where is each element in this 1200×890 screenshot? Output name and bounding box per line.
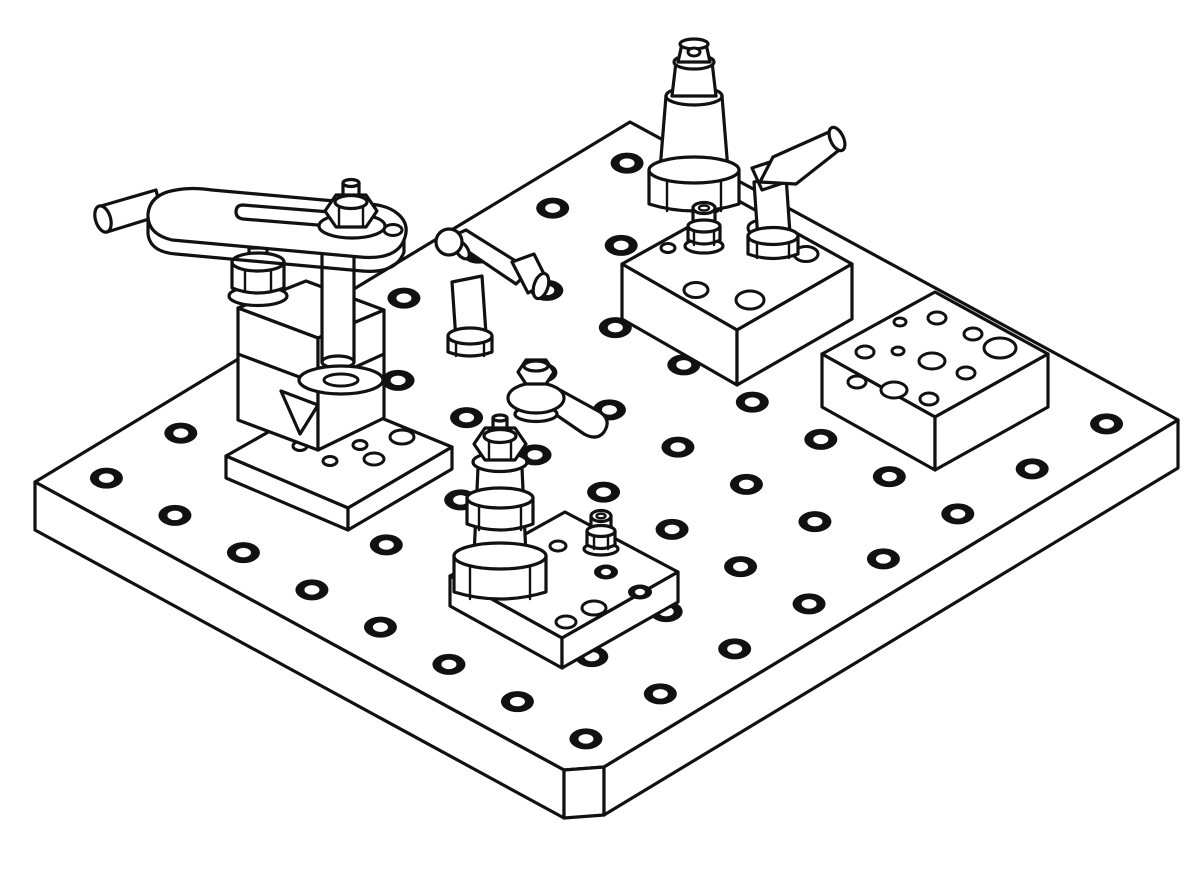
- baseplate-hole: [866, 548, 900, 570]
- baseplate-hole: [1015, 458, 1049, 480]
- baseplate-hole: [798, 511, 832, 533]
- screw-support-assembly: [620, 37, 854, 387]
- baseplate-hole: [89, 467, 123, 489]
- stop-screw: [683, 200, 725, 255]
- baseplate-hole: [536, 197, 570, 219]
- baseplate-hole: [450, 407, 484, 429]
- strap-end-hole: [382, 223, 404, 237]
- swing-clamp-subplate: [448, 510, 680, 670]
- baseplate-hole: [369, 534, 403, 556]
- heel-nut-stack: [227, 246, 289, 308]
- baseplate-hole: [792, 593, 826, 615]
- strap-clamp-assembly: [93, 177, 454, 532]
- baseplate-hole: [295, 579, 329, 601]
- support-column: [452, 466, 548, 601]
- baseplate-hole: [164, 422, 198, 444]
- baseplate-hole: [387, 287, 421, 309]
- subplate-ring-hole: [594, 564, 618, 580]
- baseplate-hole: [718, 638, 752, 660]
- ball-knob: [434, 227, 471, 261]
- baseplate-hole: [655, 518, 689, 540]
- strap-hex-bolt: [317, 177, 387, 240]
- baseplate-hole: [729, 473, 763, 495]
- drilled-block: [820, 290, 1050, 472]
- baseplate-hole: [735, 391, 769, 413]
- baseplate-chamfer-face: [562, 765, 606, 820]
- baseplate-hole: [569, 728, 603, 750]
- baseplate-hole: [1090, 413, 1124, 435]
- baseplate-hole: [604, 234, 638, 256]
- baseplate-hole: [587, 481, 621, 503]
- lever-end-cylinder: [510, 252, 551, 301]
- angle-lever: [434, 227, 551, 358]
- stop-screw-small: [582, 508, 620, 557]
- lever-nut: [446, 326, 494, 358]
- baseplate-hole: [661, 436, 695, 458]
- swing-clamp-assembly: [448, 358, 680, 670]
- baseplate-hole: [432, 653, 466, 675]
- baseplate-hole: [724, 556, 758, 578]
- clamp-lever: [746, 125, 847, 261]
- baseplate: [33, 120, 1180, 820]
- swing-clamp-screw: [471, 413, 529, 474]
- screw-support-cylinder: [647, 37, 741, 213]
- baseplate-hole: [941, 503, 975, 525]
- pressure-stud: [297, 244, 385, 396]
- baseplate-right-face: [602, 418, 1180, 817]
- baseplate-hole: [381, 369, 415, 391]
- baseplate-hole: [610, 152, 644, 174]
- subplate-ring-hole: [628, 584, 652, 600]
- baseplate-hole: [804, 428, 838, 450]
- baseplate-hole: [598, 317, 632, 339]
- baseplate-hole: [363, 616, 397, 638]
- baseplate-hole: [500, 691, 534, 713]
- baseplate-hole: [226, 542, 260, 564]
- baseplate-hole: [643, 683, 677, 705]
- baseplate-hole: [872, 466, 906, 488]
- swing-arm: [506, 358, 609, 439]
- baseplate-hole: [158, 504, 192, 526]
